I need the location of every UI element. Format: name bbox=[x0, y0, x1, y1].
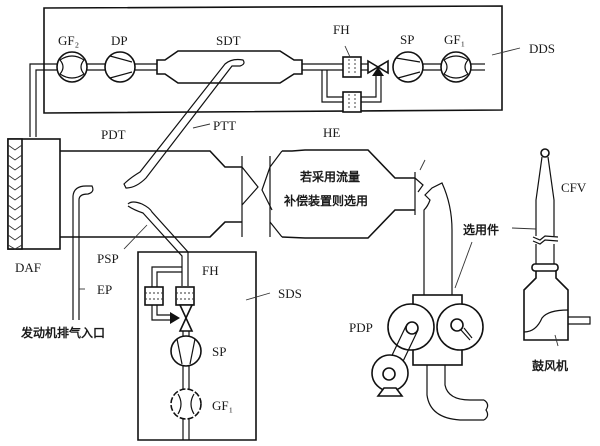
gf1-flow-meter-top bbox=[440, 51, 472, 83]
label-psp: PSP bbox=[97, 251, 119, 266]
ep-exhaust-pipe bbox=[72, 185, 94, 320]
label-fh-bottom: FH bbox=[202, 263, 219, 278]
three-way-valve-top bbox=[367, 59, 389, 76]
pdt-tunnel bbox=[60, 150, 283, 238]
he-heat-exchanger bbox=[281, 149, 426, 239]
pdp-pipe bbox=[423, 182, 473, 295]
label-daf: DAF bbox=[15, 260, 41, 275]
pdp-pump bbox=[371, 294, 484, 397]
fh-filter-holder-top bbox=[321, 45, 382, 113]
psp-sampling-probe bbox=[123, 201, 189, 286]
label-sp-bottom: SP bbox=[212, 344, 226, 359]
label-ep: EP bbox=[97, 282, 112, 297]
label-optional-part: 选用件 bbox=[463, 222, 499, 237]
sp-pump-top bbox=[392, 51, 424, 83]
gf1-flow-meter-bottom bbox=[170, 388, 202, 440]
sdt-tunnel bbox=[156, 50, 303, 84]
pdp-outlet-elbow bbox=[426, 365, 489, 421]
sp-pump-bottom bbox=[170, 331, 202, 390]
dds-box bbox=[43, 5, 521, 114]
label-sds: SDS bbox=[278, 286, 302, 301]
label-blower: 鼓风机 bbox=[532, 358, 568, 373]
label-pdt: PDT bbox=[101, 127, 126, 142]
label-engine-exhaust-inlet: 发动机排气入口 bbox=[20, 325, 105, 340]
label-gf1-bottom: GF₁ bbox=[212, 398, 233, 413]
daf-filter bbox=[7, 138, 61, 250]
label-gf1-top: GF₁ bbox=[444, 32, 465, 47]
dp-pump bbox=[104, 51, 136, 83]
gf2-flow-meter bbox=[56, 51, 88, 83]
label-he: HE bbox=[323, 125, 340, 140]
label-dp: DP bbox=[111, 33, 128, 48]
label-dds: DDS bbox=[529, 41, 555, 56]
label-he-note-line1: 若采用流量 bbox=[299, 169, 360, 184]
cfv-venturi bbox=[511, 148, 559, 272]
blower bbox=[523, 271, 591, 347]
label-cfv: CFV bbox=[561, 180, 587, 195]
label-pdp: PDP bbox=[349, 320, 373, 335]
three-way-valve-bottom bbox=[178, 304, 194, 332]
ptt-transfer-tube bbox=[123, 58, 245, 189]
fh-filter-holder-bottom bbox=[144, 266, 195, 324]
label-sp-top: SP bbox=[400, 32, 414, 47]
label-ptt: PTT bbox=[213, 118, 236, 133]
label-he-note-line2: 补偿装置则选用 bbox=[283, 193, 368, 208]
sds-box bbox=[137, 251, 271, 441]
label-sdt: SDT bbox=[216, 33, 241, 48]
dilution-air-pipe bbox=[29, 63, 58, 137]
label-gf2: GF₂ bbox=[58, 33, 79, 48]
label-fh-top: FH bbox=[333, 22, 350, 37]
